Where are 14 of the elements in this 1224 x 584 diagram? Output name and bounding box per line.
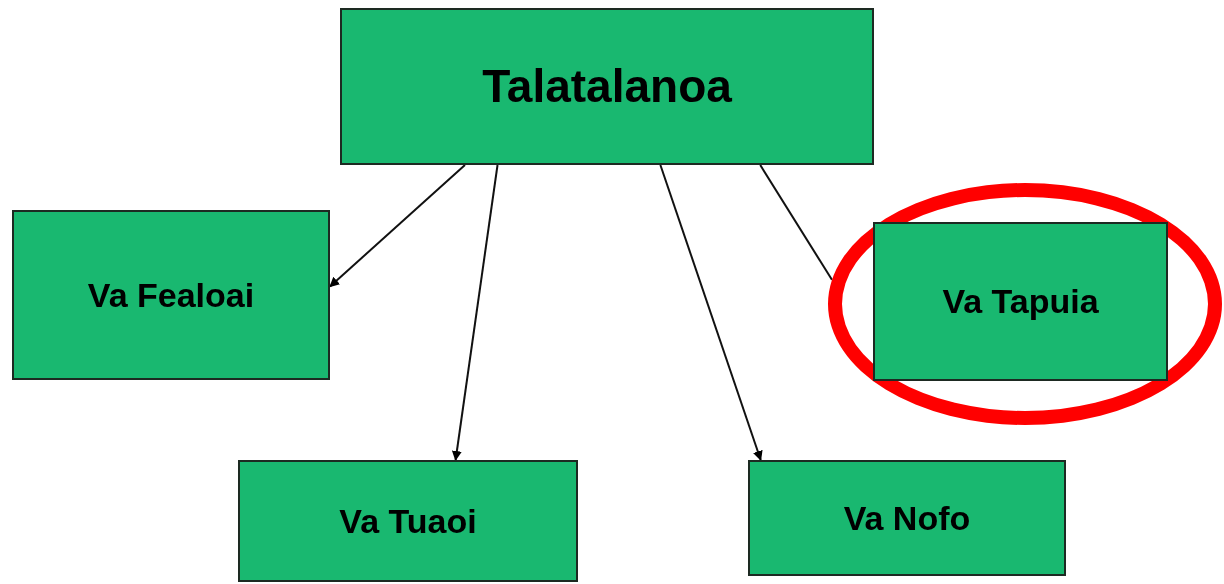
arrow — [451, 164, 499, 461]
box-label: Va Tapuia — [942, 281, 1099, 322]
arrow — [659, 164, 763, 461]
process-box — [873, 222, 1168, 381]
highlight-ellipse — [828, 183, 1222, 425]
process-box — [238, 460, 578, 582]
process-box — [12, 210, 330, 380]
arrow — [329, 164, 466, 288]
process-box — [340, 8, 874, 165]
box-label: Va Tuaoi — [339, 500, 477, 542]
box-label: Va Nofo — [843, 497, 971, 539]
box-label: Talatalanoa — [482, 59, 732, 114]
box-label: Va Fealoai — [87, 274, 255, 316]
process-box — [748, 460, 1066, 576]
